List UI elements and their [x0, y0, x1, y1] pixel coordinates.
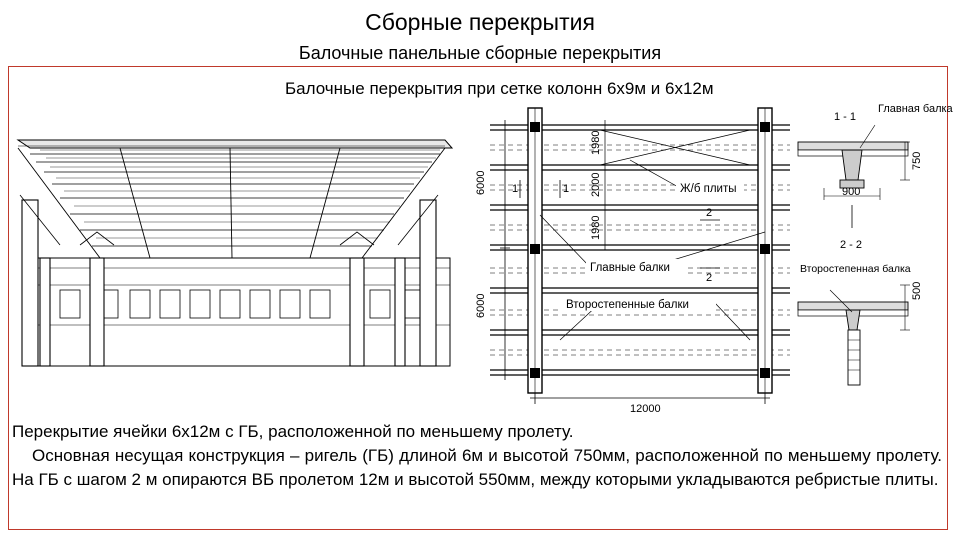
section-1-title: 1 - 1: [834, 111, 856, 123]
section-1-1: [797, 124, 910, 228]
plan-label-secondary-beams: Второстепенные балки: [566, 299, 689, 311]
plan-dim-2000: 2000: [590, 173, 602, 197]
plan-section-mark-2a: 2: [706, 207, 712, 219]
content-frame: [8, 66, 948, 530]
slide-subtitle: Балочные панельные сборные перекрытия: [298, 43, 662, 63]
section-1-width: 900: [842, 186, 860, 198]
slide-title: Сборные перекрытия: [365, 9, 595, 35]
section-1-label-text: Главная балка: [878, 103, 954, 115]
section-1-height: 750: [911, 152, 923, 170]
plan-dim-bottom: 12000: [630, 403, 661, 415]
plan-dim-1980-top: 1980: [590, 131, 602, 155]
description-text: Перекрытие ячейки 6х12м с ГБ, расположен…: [12, 420, 942, 492]
plan-section-mark-2b: 2: [706, 272, 712, 284]
section-1-label: Главная балка: [878, 103, 954, 115]
plan-dim-span-1: 6000: [475, 171, 487, 195]
plan-label-main-beams: Главные балки: [590, 262, 670, 274]
plan-dim-span-2: 6000: [475, 294, 487, 318]
plan-dim-1980-bottom: 1980: [590, 216, 602, 240]
section-2-label: Второстепенная балка: [800, 263, 911, 275]
plan-section-mark-1b: 1: [563, 183, 569, 195]
section-2-height: 500: [911, 282, 923, 300]
plan-label-plates: Ж/б плиты: [680, 183, 737, 195]
description-paragraph: Основная несущая конструкция – ригель (Г…: [12, 446, 942, 489]
section-2-2: [797, 284, 910, 386]
plan-section-mark-1a: 1: [512, 183, 518, 195]
plan-view: [490, 107, 790, 404]
description-line-1: Перекрытие ячейки 6х12м с ГБ, расположен…: [12, 422, 574, 441]
section-2-title: 2 - 2: [840, 239, 862, 251]
figure-caption: Балочные перекрытия при сетке колонн 6х9…: [285, 79, 714, 98]
perspective-view: [16, 139, 454, 367]
